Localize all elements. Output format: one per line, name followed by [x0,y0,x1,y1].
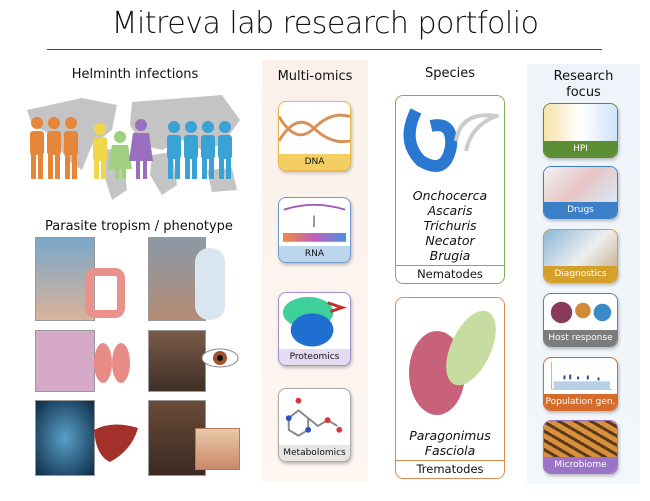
species-name: Brugia [429,248,471,263]
eye-photo [148,330,206,392]
title-divider [47,49,602,50]
lymphatic-system-icon [195,248,225,320]
heading-line: Research [553,69,614,84]
host-parasite-image [544,104,617,141]
parasite-tropism-heading: Parasite tropism / phenotype [45,219,233,234]
world-map-illustration [27,95,240,200]
focus-card-drugs: Drugs [543,166,618,219]
species-name: Onchocerca [412,188,488,203]
manhattan-plot-image [551,361,613,390]
lung-tissue-photo [35,330,95,392]
liver-icon [94,424,138,462]
omics-card-proteomics: Proteomics [278,292,351,366]
lab-test-image [544,230,617,266]
omics-label: DNA [279,154,350,170]
focus-card-population-gen: Population gen. [543,357,618,411]
omics-card-dna: DNA [278,101,351,171]
focus-label: Diagnostics [544,266,617,282]
research-focus-heading: Research focus [527,69,640,101]
rna-icon [282,203,347,242]
omics-card-rna: RNA [278,197,351,263]
omics-label: Metabolomics [279,445,350,461]
focus-card-microbiome: Microbiome [543,420,618,474]
focus-label: Population gen. [544,394,617,410]
protein-structure-icon [282,296,347,347]
heading-line: focus [566,85,601,100]
helminth-infections-heading: Helminth infections [71,67,199,82]
dna-helix-icon [279,113,350,144]
nematodes-box: Onchocerca Ascaris Trichuris Necator Bru… [395,95,505,284]
focus-card-host-response: Host response [543,293,618,347]
omics-label: Proteomics [279,349,350,365]
omics-card-metabolomics: Metabolomics [278,388,351,462]
species-name: Ascaris [427,203,473,218]
nematodes-label: Nematodes [396,265,504,283]
trematode-illustration [409,310,496,415]
people-icons [30,117,232,179]
molecule-icon [285,397,343,437]
trematodes-label: Trematodes [396,460,504,478]
lungs-icon [94,343,130,383]
focus-label: Host response [544,330,617,346]
liver-ct-scan [35,400,95,476]
focus-card-diagnostics: Diagnostics [543,229,618,283]
bacteria-image [544,421,617,457]
species-name: Necator [425,233,475,248]
species-name: Trichuris [423,218,477,233]
nematode-illustration [403,108,499,172]
species-name: Fasciola [424,443,476,458]
omics-label: RNA [279,246,350,262]
focus-label: Drugs [544,202,617,218]
species-heading: Species [424,66,476,81]
eye-icon [201,348,239,368]
trematodes-box: Paragonimus Fasciola Trematodes [395,297,505,479]
immune-cells-image [550,301,612,324]
focus-card-hpi: HPI [543,103,618,158]
focus-label: Microbiome [544,457,617,473]
focus-label: HPI [544,141,617,157]
species-name: Paragonimus [409,428,491,443]
pills-image [544,167,617,202]
multi-omics-heading: Multi-omics [277,69,353,84]
page-title: Mitreva lab research portfolio [111,6,539,41]
intestine-icon [85,268,125,318]
skin-layers-icon [195,428,240,470]
